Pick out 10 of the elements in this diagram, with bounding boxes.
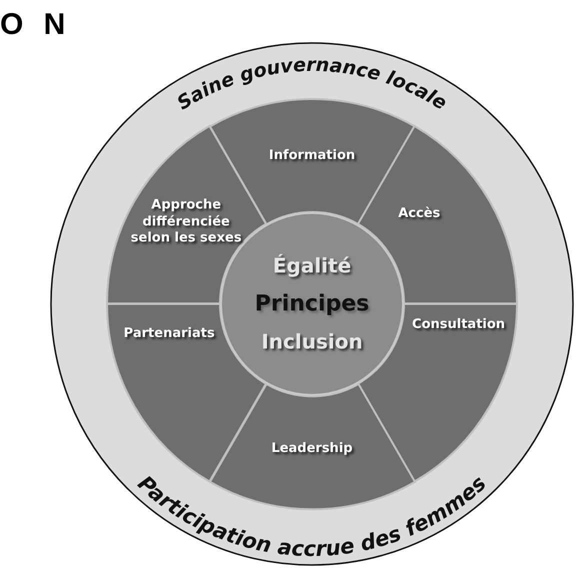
segment-label: Approche différenciée selon les sexes xyxy=(130,198,243,247)
segment-label: Accès xyxy=(398,206,440,222)
hub-label: Égalité xyxy=(272,254,352,278)
segment-label: Consultation xyxy=(412,316,506,333)
heading-fragment: O N xyxy=(0,8,72,42)
segment-label: Information xyxy=(268,148,356,164)
segment-label: Leadership xyxy=(271,440,353,458)
hub-label: Inclusion xyxy=(261,330,363,354)
hub-title: Principes xyxy=(254,290,370,318)
segment-label: Partenariats xyxy=(124,326,215,342)
